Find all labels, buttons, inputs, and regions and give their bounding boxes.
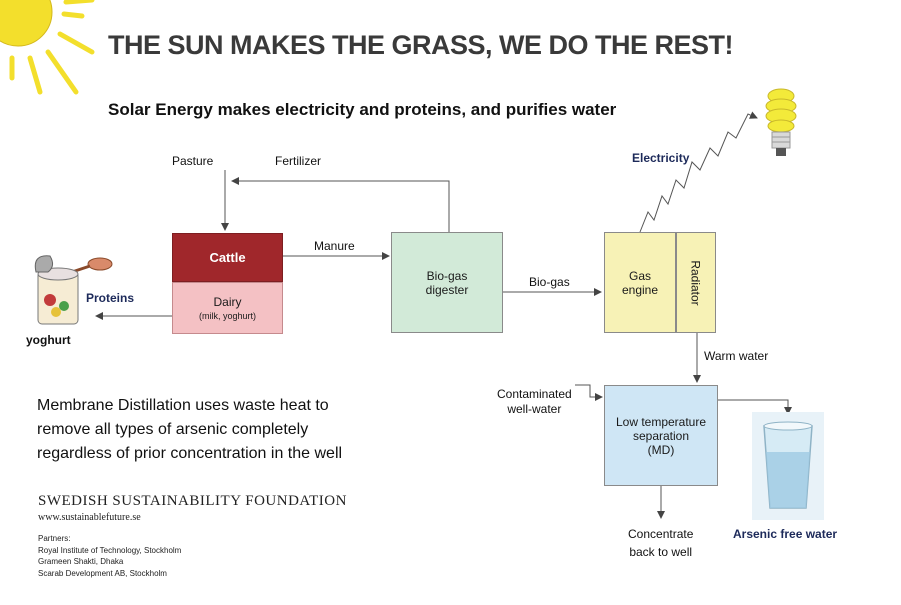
lowtemp-line-1: Low temperature bbox=[615, 414, 707, 429]
digester-line-1: Bio-gas bbox=[426, 268, 468, 283]
gas-engine-box: Gas engine bbox=[604, 232, 676, 333]
partner-item: Scarab Development AB, Stockholm bbox=[38, 568, 167, 578]
lowtemp-line-2: separation bbox=[632, 428, 690, 443]
dairy-subtext: (milk, yoghurt) bbox=[198, 311, 256, 321]
low-temperature-separation-box: Low temperature separation (MD) bbox=[604, 385, 718, 486]
proteins-label: Proteins bbox=[86, 291, 135, 305]
biogas-label: Bio-gas bbox=[529, 275, 570, 289]
foundation-url: www.sustainablefuture.se bbox=[38, 512, 141, 523]
contaminated-line-2: well-water bbox=[507, 402, 562, 416]
md-line-2: remove all types of arsenic completely bbox=[37, 421, 309, 438]
membrane-distillation-text: Membrane Distillation uses waste heat to… bbox=[37, 394, 377, 466]
lowtemp-line-3: (MD) bbox=[647, 442, 675, 457]
pasture-label: Pasture bbox=[172, 154, 214, 168]
partners-heading: Partners: bbox=[38, 534, 71, 543]
foundation-name: SWEDISH SUSTAINABILITY FOUNDATION bbox=[38, 493, 347, 509]
contaminated-label: Contaminated well-water bbox=[497, 387, 572, 417]
dairy-box: Dairy (milk, yoghurt) bbox=[172, 282, 283, 334]
page-title: THE SUN MAKES THE GRASS, WE DO THE REST! bbox=[108, 30, 734, 60]
manure-label: Manure bbox=[314, 239, 355, 253]
concentrate-line-1: Concentrate bbox=[628, 527, 694, 541]
sun-icon bbox=[0, 0, 95, 95]
contaminated-line-1: Contaminated bbox=[497, 387, 572, 401]
yoghurt-icon bbox=[34, 255, 113, 325]
digester-line-2: digester bbox=[425, 282, 469, 297]
dairy-text: Dairy bbox=[213, 295, 242, 309]
arsenic-free-label: Arsenic free water bbox=[733, 527, 838, 541]
fertilizer-label: Fertilizer bbox=[275, 154, 322, 168]
glass-of-water-icon bbox=[752, 412, 824, 520]
md-line-3: regardless of prior concentration in the… bbox=[37, 445, 343, 462]
concentrate-line-2: back to well bbox=[629, 545, 693, 559]
light-bulb-icon bbox=[765, 88, 797, 156]
partners-list: Partners: Royal Institute of Technology,… bbox=[38, 533, 181, 579]
concentrate-label: Concentrate back to well bbox=[628, 525, 693, 561]
biogas-digester-box: Bio-gas digester bbox=[391, 232, 503, 333]
yoghurt-label: yoghurt bbox=[26, 333, 71, 347]
electricity-label: Electricity bbox=[632, 151, 690, 165]
md-line-1: Membrane Distillation uses waste heat to bbox=[37, 397, 329, 414]
page-subtitle: Solar Energy makes electricity and prote… bbox=[108, 100, 617, 119]
gas-engine-line-2: engine bbox=[621, 282, 659, 297]
radiator-text: Radiator bbox=[689, 259, 704, 306]
partner-item: Royal Institute of Technology, Stockholm bbox=[38, 545, 182, 555]
warm-water-label: Warm water bbox=[704, 349, 769, 363]
cattle-box: Cattle bbox=[172, 233, 283, 282]
radiator-box: Radiator bbox=[676, 232, 716, 333]
gas-engine-line-1: Gas bbox=[628, 268, 651, 283]
cattle-text: Cattle bbox=[209, 250, 246, 265]
partner-item: Grameen Shakti, Dhaka bbox=[38, 557, 124, 566]
